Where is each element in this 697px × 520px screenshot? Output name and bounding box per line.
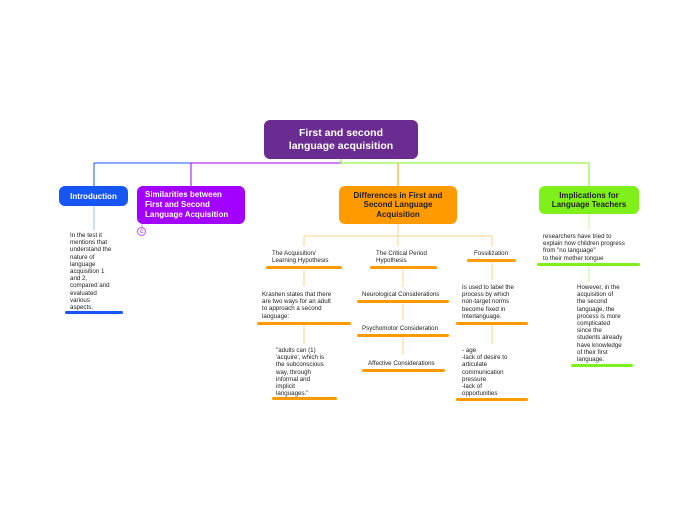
neurological-considerations[interactable]: Neurological Considerations [362,291,440,298]
implications-text-researchers[interactable]: researchers have tried to explain how ch… [543,233,625,262]
researchers-underline [537,263,640,266]
psychomotor-consideration[interactable]: Psychomotor Consideration [362,325,439,332]
affective-considerations[interactable]: Affective Considerations [368,360,435,367]
fossilization-underline [467,259,516,262]
krashen-text[interactable]: Krashen states that there are two ways f… [262,291,332,320]
however-underline [571,364,633,367]
quote-underline [272,397,337,400]
critical-underline [370,266,437,269]
introduction-node[interactable]: Introduction [59,186,128,206]
acquisition-learning-hypothesis[interactable]: The Acquisition/ Learning Hypothesis [272,250,329,265]
similarities-node[interactable]: Similarities between First and Second La… [137,186,245,224]
introduction-text-underline [65,311,123,314]
introduction-text[interactable]: In the test it mentions that understand … [70,232,112,312]
differences-node[interactable]: Differences in First and Second Language… [339,186,457,224]
implications-node[interactable]: Implications for Language Teachers [539,186,639,214]
fossil-factors-underline [456,398,528,401]
psychomotor-underline [357,334,449,337]
collapsed-indicator-icon[interactable]: c [137,227,146,236]
root-topic[interactable]: First and second language acquisition [264,120,418,159]
adults-quote-text[interactable]: "adults can (1) 'acquire', which is the … [276,347,325,398]
fossilization[interactable]: Fossilization [474,250,509,257]
fossilization-factors[interactable]: - age -lack of desire to articulate comm… [462,347,508,398]
affective-underline [362,369,445,372]
critical-period-hypothesis[interactable]: The Critical Period Hypothesis [376,250,427,265]
fossilization-description[interactable]: Is used to label the process by which no… [462,284,514,320]
neurological-underline [357,300,449,303]
acquisition-underline [266,266,342,269]
fossil-desc-underline [456,322,528,325]
krashen-underline [257,322,351,325]
implications-text-however[interactable]: However, in the acquisition of the secon… [577,284,623,364]
